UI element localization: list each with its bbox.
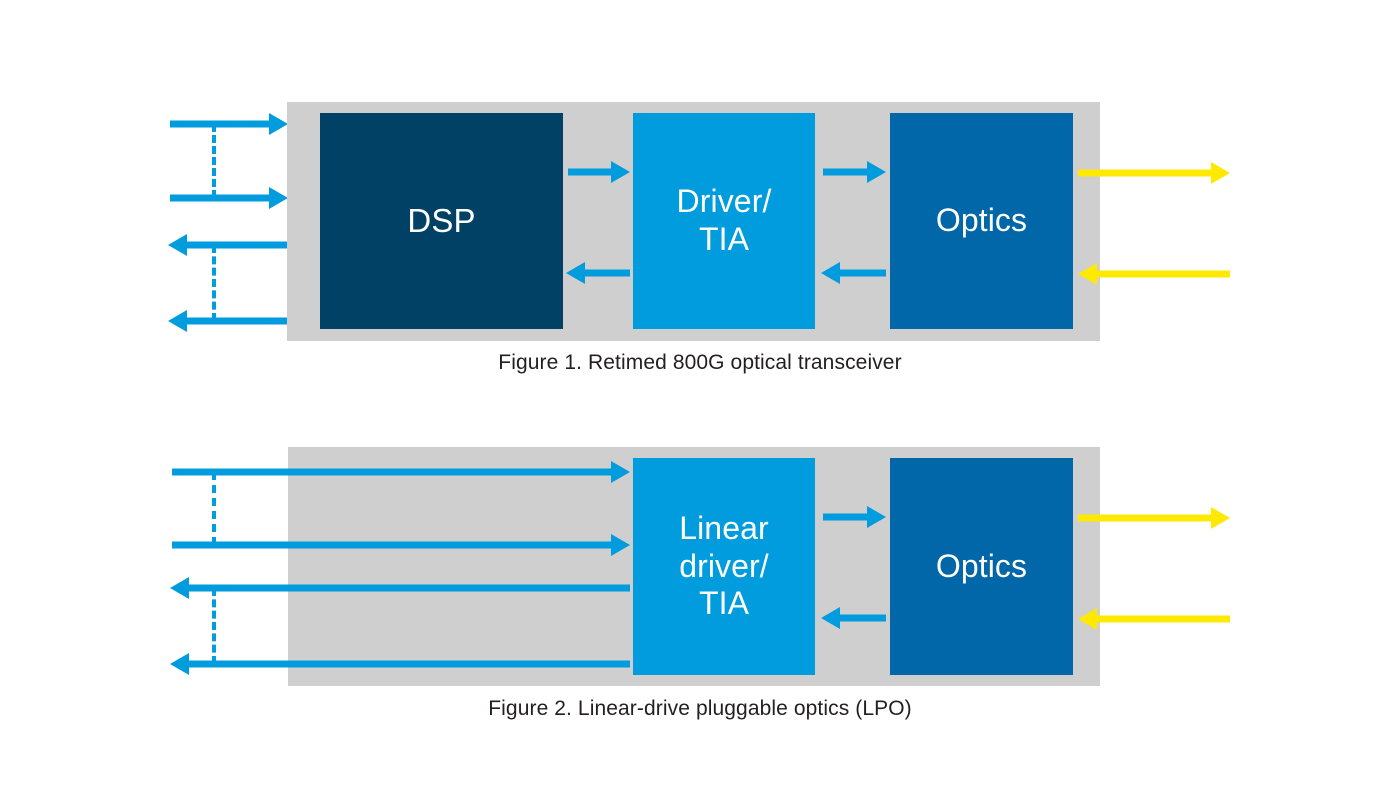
figure-1-rx-lane-group-connector [212,245,216,321]
arrow-shaft [170,120,271,128]
arrow-shaft [185,317,288,325]
figure-1-host-rx-lane-1-arrow [168,234,288,256]
arrow-shaft [1095,270,1230,278]
arrowhead-left-icon [170,653,189,675]
figure-2-optics-block: Optics [890,458,1073,675]
figure-1-optics-rx-in-arrow [1078,263,1230,285]
arrowhead-left-icon [170,577,189,599]
arrow-shaft [170,194,271,202]
figure-1-optics-block: Optics [890,113,1073,329]
arrow-shaft [1095,615,1230,623]
figure-2-tx-lane-group-connector [212,472,216,545]
arrowhead-left-icon [168,234,187,256]
figure-1-tx-lane-group-connector [212,124,216,198]
figure-1-host-tx-lane-1-arrow [170,113,288,135]
figure-1-driver-tia-block: Driver/ TIA [633,113,815,329]
figure-2-optics-rx-in-arrow [1078,608,1230,630]
figure-2-caption: Figure 2. Linear-drive pluggable optics … [488,697,912,720]
arrowhead-left-icon [168,310,187,332]
figure-1-host-rx-lane-2-arrow [168,310,288,332]
figure-2-linear-driver-tia-block: Linear driver/ TIA [633,458,815,675]
figure-1-optics-tx-out-arrow [1078,162,1230,184]
arrowhead-right-icon [269,187,288,209]
figure-2-rx-lane-group-connector [212,588,216,664]
figure-2-optics-tx-out-arrow [1078,507,1230,529]
arrowhead-right-icon [1211,162,1230,184]
figure-1-caption: Figure 1. Retimed 800G optical transceiv… [498,351,902,374]
arrowhead-right-icon [1211,507,1230,529]
figure-1-dsp-block: DSP [320,113,563,329]
arrow-shaft [185,241,288,249]
figure-1-host-tx-lane-2-arrow [170,187,288,209]
arrowhead-right-icon [269,113,288,135]
